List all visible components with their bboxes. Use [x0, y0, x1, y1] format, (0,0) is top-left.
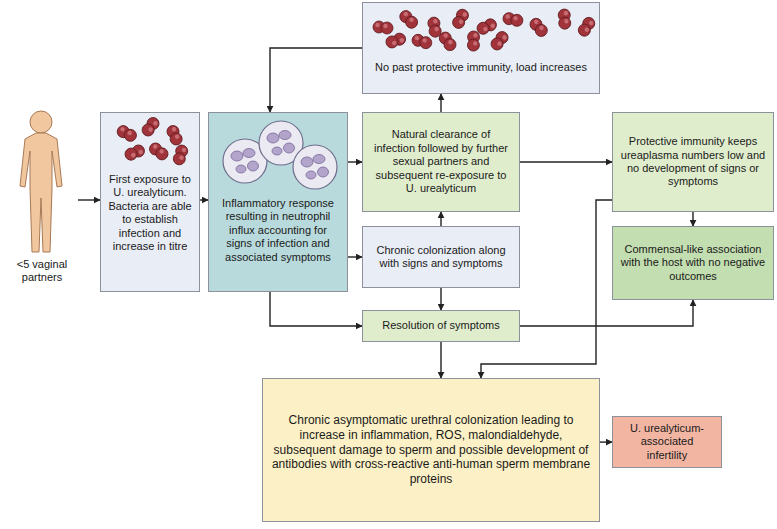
arrow-connector: [270, 48, 362, 112]
node-text: Protective immunity keeps ureaplasma num…: [620, 135, 766, 189]
arrow-connector: [270, 292, 362, 326]
person-illustration: [20, 111, 62, 252]
node-text: First exposure to U. urealyticum. Bacter…: [107, 173, 193, 253]
node-text: Chronic asymptomatic urethral colonizati…: [270, 413, 592, 486]
arrow-connector: [520, 161, 612, 162]
bacterium-icon: [373, 21, 393, 34]
arrow-connector: [200, 199, 208, 200]
bacterium-icon: [164, 123, 185, 147]
node-text: U. urealyticum-associated infertility: [620, 422, 714, 462]
bacterium-icon: [140, 115, 161, 139]
node-text: No past protective immunity, load increa…: [375, 61, 587, 74]
illustration: [6, 106, 76, 256]
arrow-connector: [440, 288, 441, 310]
arrow-connector: [692, 212, 693, 226]
bacterium-icon: [397, 8, 421, 30]
node-text: Chronic colonization along with signs an…: [370, 244, 512, 271]
process-box: Resolution of symptoms: [362, 310, 520, 342]
arrow-connector: [78, 199, 100, 200]
bacterium-icon: [147, 141, 171, 162]
bacterium-icon: [527, 16, 551, 39]
bacterium-icon: [489, 29, 510, 53]
arrow-connector: [440, 212, 441, 226]
bacterium-icon: [502, 12, 523, 27]
node-text: Commensal-like association with the host…: [620, 243, 766, 283]
node-text: Natural clearance of infection followed …: [370, 128, 512, 195]
bacterium-icon: [172, 144, 188, 166]
illustration: [101, 113, 199, 171]
process-box: Protective immunity keeps ureaplasma num…: [612, 112, 774, 212]
process-box: Chronic colonization along with signs an…: [362, 226, 520, 288]
illustration: [363, 3, 599, 59]
bacterium-icon: [123, 142, 147, 163]
neutrophil-icon: [293, 145, 337, 189]
bacterium-icon: [436, 30, 459, 53]
bacterium-icon: [384, 30, 408, 51]
node-text: Inflammatory response resulting in neutr…: [215, 197, 341, 264]
arrow-connector: [440, 342, 441, 378]
process-box: Inflammatory response resulting in neutr…: [208, 112, 348, 292]
process-box: No past protective immunity, load increa…: [362, 2, 600, 94]
node-text: Resolution of symptoms: [382, 319, 499, 332]
arrow-connector: [440, 94, 441, 112]
bacterium-icon: [451, 7, 470, 30]
bacterium-icon: [411, 33, 433, 49]
outcome-box: U. urealyticum-associated infertility: [612, 416, 722, 468]
arrow-connector: [348, 161, 362, 162]
process-box: Natural clearance of infection followed …: [362, 112, 520, 212]
illustration: [209, 113, 347, 195]
bacterium-icon: [576, 15, 596, 39]
process-box: Commensal-like association with the host…: [612, 226, 774, 300]
arrow-connector: [520, 300, 693, 326]
arrow-connector: [600, 441, 612, 442]
process-box: First exposure to U. urealyticum. Bacter…: [100, 112, 200, 292]
arrow-connector: [348, 256, 362, 257]
node-text: <5 vaginal partners: [12, 258, 72, 285]
bacterium-icon: [556, 8, 573, 30]
process-box: Chronic asymptomatic urethral colonizati…: [262, 378, 600, 522]
bacterium-icon: [466, 30, 481, 51]
person-figure: <5 vaginal partners: [6, 106, 78, 292]
bacterium-icon: [115, 124, 138, 143]
